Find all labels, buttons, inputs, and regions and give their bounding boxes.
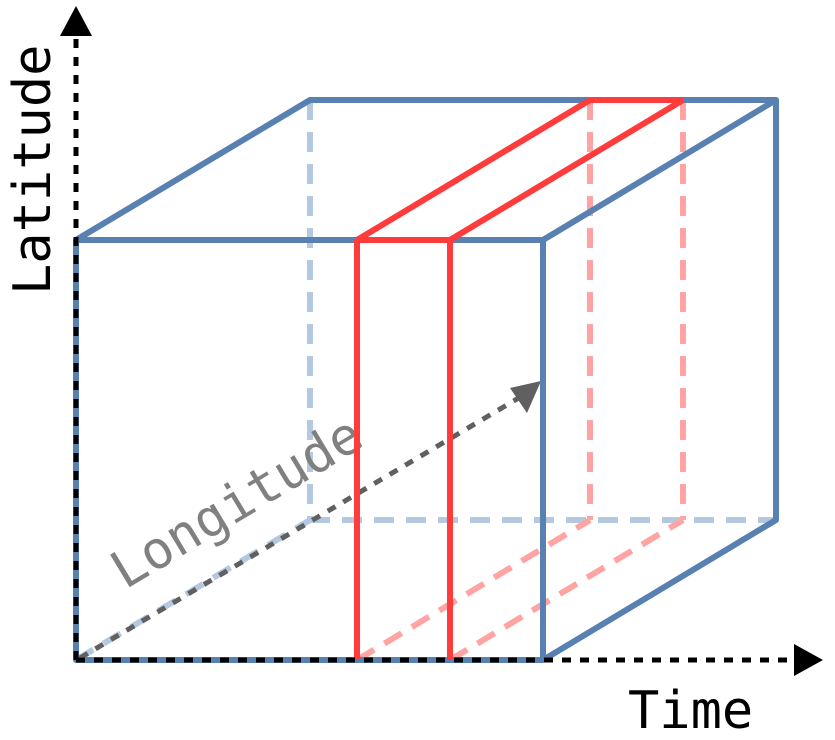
slice-top-left-edge bbox=[355, 97, 592, 243]
latitude-axis: Latitude bbox=[3, 6, 92, 660]
cube-top-face-edges bbox=[74, 97, 779, 243]
cube-right-face-edges bbox=[541, 100, 779, 663]
longitude-axis-label: Longitude bbox=[101, 405, 373, 602]
slice-hidden-edges bbox=[355, 100, 686, 663]
cube-front-face bbox=[73, 237, 546, 663]
longitude-axis-line bbox=[78, 393, 524, 661]
slice-hidden-edge-right-depth bbox=[448, 517, 685, 663]
time-axis-label: Time bbox=[628, 681, 753, 740]
slice-visible-edges bbox=[354, 97, 685, 660]
slice-top-right-edge bbox=[448, 97, 685, 243]
cube-visible-edges bbox=[73, 97, 779, 663]
time-axis-arrowhead bbox=[794, 644, 823, 676]
time-axis: Time bbox=[76, 644, 823, 740]
latitude-axis-arrowhead bbox=[60, 6, 92, 36]
longitude-axis-arrowhead bbox=[510, 381, 541, 413]
cube-hidden-edges bbox=[74, 100, 776, 663]
latitude-axis-label: Latitude bbox=[3, 45, 63, 295]
slice-hidden-edge-left-depth bbox=[355, 517, 592, 663]
